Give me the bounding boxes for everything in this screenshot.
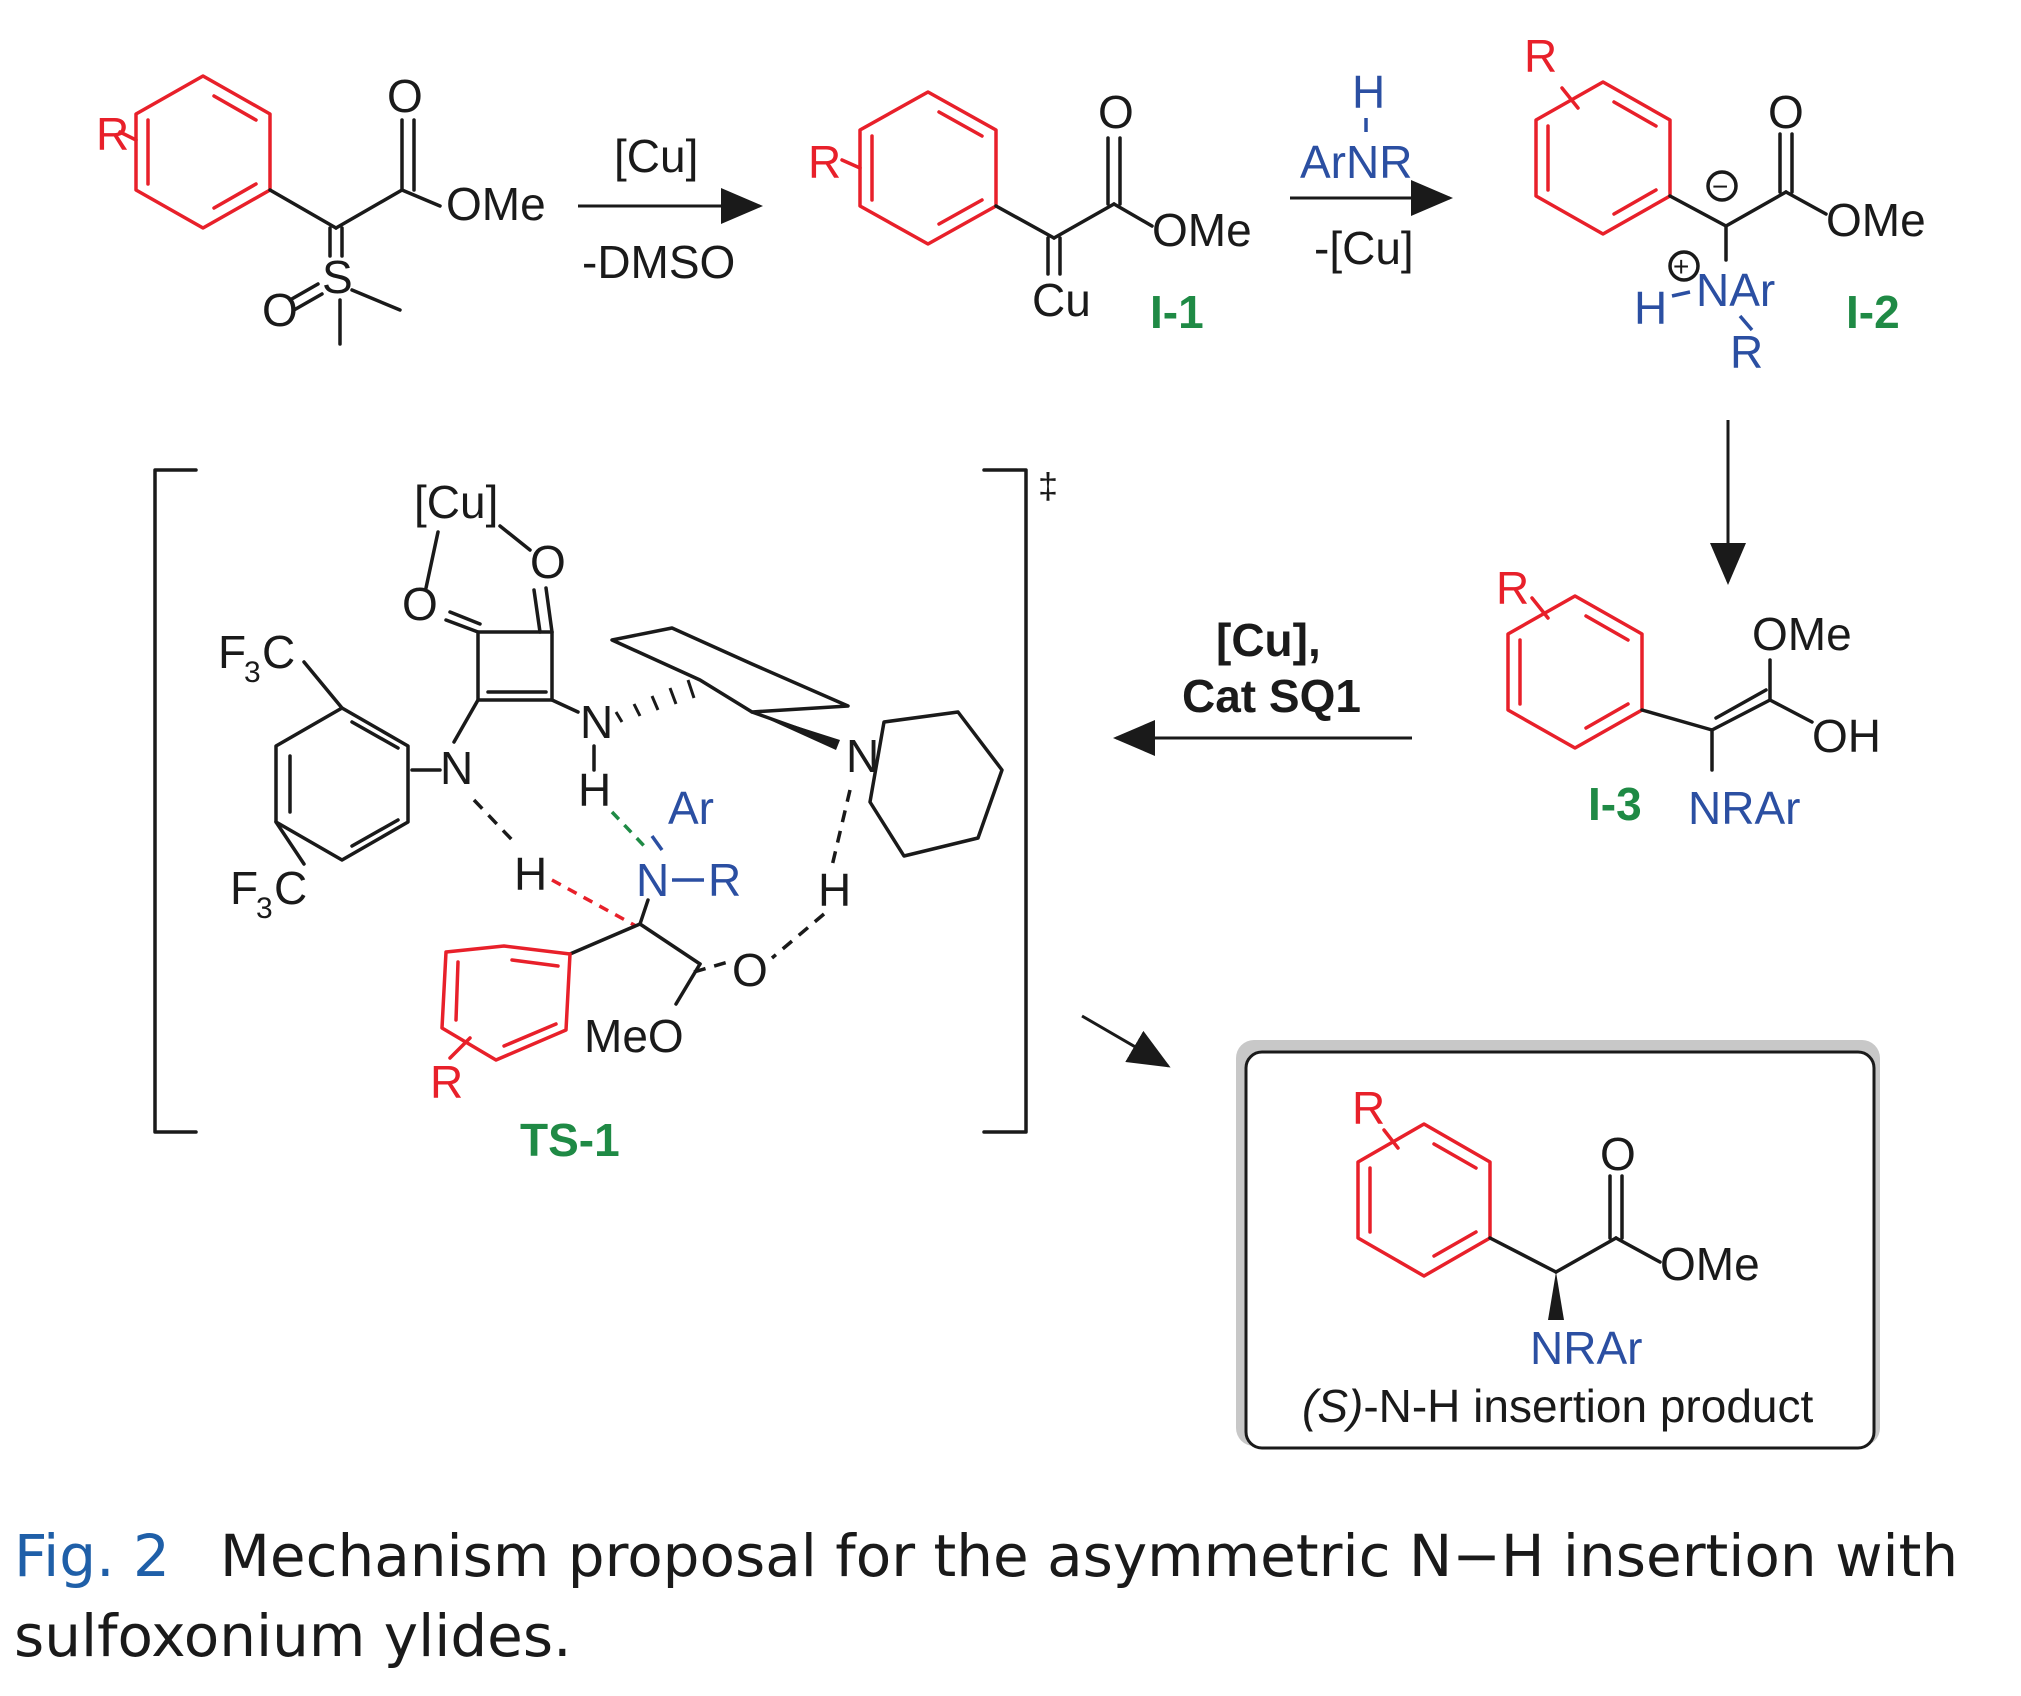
amine-hydrogen: H xyxy=(1352,66,1385,118)
ester-label: OMe xyxy=(1826,194,1926,246)
transition-state: ‡ [Cu] O O N F 3 C F 3 C N H xyxy=(153,465,1058,1166)
product-amine: NRAr xyxy=(1530,1322,1642,1374)
intermediate-i3: R OMe OH NRAr I-3 xyxy=(1496,562,1881,834)
figure-caption: Fig. 2 Mechanism proposal for the asymmet… xyxy=(14,1522,1958,1670)
step3-catalyst: Cat SQ1 xyxy=(1182,670,1361,722)
copper-atom: Cu xyxy=(1032,274,1091,326)
caption-fig-label: Fig. 2 xyxy=(14,1522,170,1590)
squaramide-o1: O xyxy=(402,578,438,630)
step2-arrow: H ArNR -[Cu] xyxy=(1290,66,1453,274)
ts-nh-hydrogen: H xyxy=(578,764,611,816)
minus-charge: − xyxy=(1712,171,1728,202)
cf3-bottom-sub: 3 xyxy=(256,892,273,925)
ammonium-nar: NAr xyxy=(1696,264,1775,316)
step1-byproduct: -DMSO xyxy=(582,236,735,288)
compound-label-i1: I-1 xyxy=(1150,286,1204,338)
caption-line1: Fig. 2 Mechanism proposal for the asymmet… xyxy=(14,1522,1958,1590)
ts-amine-n: N xyxy=(636,854,669,906)
compound-label-i2: I-2 xyxy=(1846,286,1900,338)
cf3-bottom-f: F xyxy=(230,862,258,914)
product-caption-stereo: (S) xyxy=(1302,1380,1363,1432)
methoxy-label: OMe xyxy=(1752,608,1852,660)
sulfoxide-oxygen: O xyxy=(262,284,298,336)
intermediate-i2: − + R O OMe H NAr R I-2 xyxy=(1524,30,1926,378)
product-ester: OMe xyxy=(1660,1238,1760,1290)
step1-arrow: [Cu] -DMSO xyxy=(578,130,763,288)
ammonium-hydrogen: H xyxy=(1634,282,1667,334)
ts-right-bracket xyxy=(982,468,1028,1134)
product-caption-text: -N-H insertion product xyxy=(1363,1380,1813,1432)
r-group-label: R xyxy=(1496,562,1529,614)
cf3-top-sub: 3 xyxy=(244,656,261,689)
carbonyl-oxygen: O xyxy=(1768,86,1804,138)
cf3-bottom-c: C xyxy=(274,862,307,914)
product-box: R O OMe NRAr (S)-N-H insertion product xyxy=(1236,1040,1880,1450)
step1-reagent: [Cu] xyxy=(614,130,698,182)
ts-ester-oxygen: O xyxy=(732,944,768,996)
sulfur-atom: S xyxy=(322,251,353,303)
ts-copper: [Cu] xyxy=(414,476,498,528)
product-carbonyl-oxygen: O xyxy=(1600,1128,1636,1180)
intermediate-i1: R O OMe Cu I-1 xyxy=(808,86,1252,338)
ts-methoxy: MeO xyxy=(584,1010,684,1062)
squaramide-o2: O xyxy=(530,536,566,588)
step2-byproduct: -[Cu] xyxy=(1314,222,1414,274)
r-group-label: R xyxy=(808,136,841,188)
product-caption: (S)-N-H insertion product xyxy=(1302,1380,1813,1432)
ts-n-cyclohexyl: N xyxy=(580,696,613,748)
r-group-label: R xyxy=(96,108,129,160)
ammonium-r: R xyxy=(1730,326,1763,378)
amine-reagent: ArNR xyxy=(1300,136,1412,188)
step3-arrow: [Cu], Cat SQ1 xyxy=(1113,614,1412,756)
cf3-top-c: C xyxy=(262,626,295,678)
hydroxy-label: OH xyxy=(1812,710,1881,762)
caption-line2: sulfoxonium ylides. xyxy=(14,1602,572,1670)
ts-aryl-amine: Ar xyxy=(668,782,714,834)
carbonyl-oxygen: O xyxy=(387,70,423,122)
amine-label: NRAr xyxy=(1688,782,1800,834)
dagger-symbol: ‡ xyxy=(1038,465,1058,506)
product-r-group: R xyxy=(1352,1082,1385,1134)
cf3-top-f: F xyxy=(218,626,246,678)
ts-h-left: H xyxy=(514,848,547,900)
plus-charge: + xyxy=(1673,251,1689,282)
step3-reagent: [Cu], xyxy=(1216,614,1321,666)
ts-amine-r: R xyxy=(708,854,741,906)
step4-arrow xyxy=(1081,1014,1171,1068)
carbonyl-oxygen: O xyxy=(1098,86,1134,138)
ts-r-aryl: R xyxy=(430,1056,463,1108)
ester-label: OMe xyxy=(1152,204,1252,256)
ts-h-right: H xyxy=(818,864,851,916)
r-group-label: R xyxy=(1524,30,1557,82)
ts-n-aryl: N xyxy=(440,742,473,794)
starting-ylide: R O OMe S O xyxy=(96,70,546,346)
ts-left-bracket xyxy=(153,468,198,1134)
compound-label-ts1: TS-1 xyxy=(520,1114,620,1166)
ester-label: OMe xyxy=(446,178,546,230)
compound-label-i3: I-3 xyxy=(1588,778,1642,830)
caption-text-1: Mechanism proposal for the asymmetric N−… xyxy=(220,1522,1958,1590)
